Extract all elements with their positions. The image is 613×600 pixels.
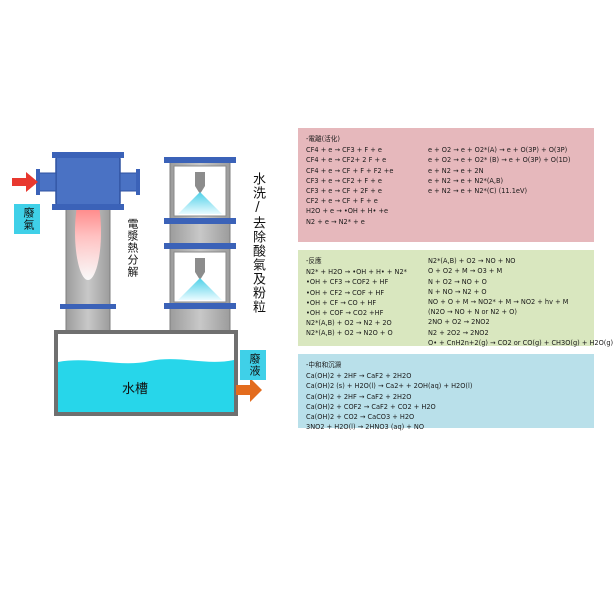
equation: N2*(A,B) + O2 → N2 + 2O — [306, 319, 392, 328]
equation: CF2 + e → CF + F + e — [306, 197, 378, 206]
equation: •OH + COF → CO2 +HF — [306, 309, 384, 318]
equation: e + O2 → e + O2*(A) → e + O(3P) + O(3P) — [428, 146, 568, 155]
spray-cone — [178, 192, 222, 214]
equation: N2 + e → N2* + e — [306, 217, 365, 226]
equation: (N2O → NO + N or N2 + O) — [428, 308, 517, 317]
plasma-decomposition-label: 電漿熱分解 — [126, 218, 139, 278]
equation: CF3 + e → CF + 2F + e — [306, 187, 382, 196]
scrubber-label: 水洗/去除酸氣及粉粒 — [250, 172, 265, 314]
equation: e + N2 → e + N2*(A,B) — [428, 176, 504, 185]
equation: N2 + 2O2 → 2NO2 — [428, 328, 489, 337]
spray-cone — [178, 278, 222, 300]
water-surface — [58, 359, 234, 412]
water-tank-label: 水槽 — [122, 382, 149, 397]
waste-liquid-label-box — [240, 350, 266, 380]
equation: O• + CnH2n+2(g) → CO2 or CO(g) + CH3O(g)… — [428, 338, 613, 347]
plasma-module — [36, 152, 140, 210]
equation: CF4 + e → CF2+ 2 F + e — [306, 156, 387, 165]
equation: •OH + CF3 → COF2 + HF — [306, 278, 389, 287]
equation: •OH + CF2 → COF + HF — [306, 288, 385, 297]
reaction-title: -反應 — [306, 257, 322, 265]
process-diagram — [12, 152, 266, 416]
equation: 3NO2 + H2O(l) → 2HNO3 (aq) + NO — [306, 423, 425, 432]
waste-gas-label: 廢氣 — [22, 207, 35, 231]
equation: e + N2 → e + 2N — [428, 166, 484, 175]
ionization-panel: -電離(活化) CF4 + e → CF3 + F + e CF4 + e → … — [298, 128, 594, 242]
neutralization-title: -中和和沉澱 — [306, 361, 342, 369]
equation: Ca(OH)2 + 2HF → CaF2 + 2H2O — [306, 372, 412, 381]
equation: CF3 + e → CF2 + F + e — [306, 176, 382, 185]
equation: CF4 + e → CF + F + F2 +e — [306, 166, 394, 175]
ionization-title: -電離(活化) — [306, 135, 340, 143]
equation: 2NO + O2 → 2NO2 — [428, 318, 490, 327]
column-flange — [60, 304, 116, 309]
scrubber-tower — [164, 157, 236, 335]
waste-liquid-label: 廢液 — [248, 353, 261, 377]
reaction-panel: -反應 N2* + H2O → •OH + H• + N2* •OH + CF3… — [298, 250, 613, 347]
equation: Ca(OH)2 (s) + H2O(l) → Ca2+ + 2OH(aq) + … — [306, 382, 473, 391]
equation: N + O2 → NO + O — [428, 277, 487, 286]
equation: •OH + CF → CO + HF — [306, 298, 377, 307]
equation: H2O + e → •OH + H• +e — [306, 207, 389, 216]
equation: N2*(A,B) + O2 → NO + NO — [428, 257, 516, 266]
equation: N2* + H2O → •OH + H• + N2* — [306, 268, 407, 277]
equation: N + NO → N2 + O — [428, 287, 487, 296]
outlet-arrow — [236, 378, 262, 402]
equation: e + N2 → e + N2*(C) (11.1eV) — [428, 187, 528, 196]
equation: O + O2 + M → O3 + M — [428, 267, 503, 276]
equation: Ca(OH)2 + COF2 → CaF2 + CO2 + H2O — [306, 402, 436, 411]
neutralization-panel: -中和和沉澱 Ca(OH)2 + 2HF → CaF2 + 2H2O Ca(OH… — [298, 354, 594, 431]
equation: NO + O + M → NO2* + M → NO2 + hv + M — [428, 298, 569, 307]
equation: CF4 + e → CF3 + F + e — [306, 146, 382, 155]
equation: Ca(OH)2 + 2HF → CaF2 + 2H2O — [306, 392, 412, 401]
spray-nozzle-icon — [195, 258, 205, 280]
water-tank — [54, 330, 238, 416]
inlet-arrow — [12, 172, 38, 192]
waste-gas-label-box — [14, 204, 40, 234]
equation: Ca(OH)2 + CO2 → CaCO3 + H2O — [306, 413, 415, 422]
spray-nozzle-icon — [195, 172, 205, 194]
equation: N2*(A,B) + O2 → N2O + O — [306, 329, 393, 338]
equation: e + O2 → e + O2* (B) → e + O(3P) + O(1D) — [428, 156, 571, 165]
